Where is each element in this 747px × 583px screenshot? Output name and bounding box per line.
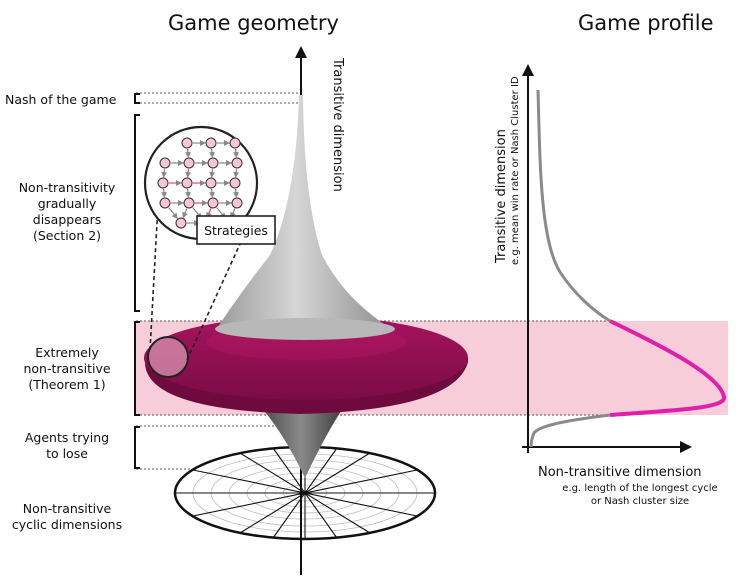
label-nontrans-2: gradually <box>38 196 97 211</box>
profile-y-label-2: e.g. mean win rate or Nash Cluster ID <box>510 76 521 265</box>
strategy-edge <box>184 188 191 199</box>
strategy-network <box>143 125 259 241</box>
strategy-node <box>205 137 217 149</box>
upper-top-rim <box>215 318 395 340</box>
strategy-node <box>229 137 241 149</box>
strategy-edge <box>208 148 215 159</box>
label-nontrans-4: (Section 2) <box>33 228 101 243</box>
profile-curve <box>536 89 611 323</box>
label-extreme-3: (Theorem 1) <box>28 377 105 392</box>
strategy-node <box>207 157 219 169</box>
magnifier-small <box>147 336 189 378</box>
strategy-edge <box>168 207 178 220</box>
profile-curve-highlight <box>609 319 726 417</box>
strategy-node <box>231 157 243 169</box>
label-nontrans-3: disappears <box>33 212 101 227</box>
strategy-node <box>159 157 171 169</box>
label-extreme-1: Extremely <box>35 345 99 360</box>
strategy-node <box>159 197 171 209</box>
profile-x-label-3: or Nash cluster size <box>591 496 689 507</box>
strategy-edge <box>209 168 216 179</box>
strategy-node <box>183 157 195 169</box>
strategy-edge <box>208 188 215 199</box>
profile-x-label-1: Non-transitive dimension <box>538 465 702 480</box>
geometry-axis-label: Transitive dimension <box>330 57 345 192</box>
strategies-label: Strategies <box>204 223 268 238</box>
lower-cone <box>250 395 352 478</box>
profile-x-label-2: e.g. length of the longest cycle <box>562 483 717 494</box>
strategy-node <box>207 197 219 209</box>
left-brackets <box>134 93 140 469</box>
strategy-edge <box>160 188 167 199</box>
strategy-edge <box>232 148 239 159</box>
strategy-edge <box>184 148 191 159</box>
strategy-node <box>183 197 195 209</box>
label-extreme-2: non-transitive <box>23 361 110 376</box>
label-nontrans-1: Non-transitivity <box>19 180 116 195</box>
strategy-node <box>181 177 193 189</box>
dashed-connectors <box>149 204 241 361</box>
strategy-edge <box>206 208 212 219</box>
profile-curve-tail <box>529 413 611 448</box>
strategy-edge <box>182 208 188 219</box>
title-game-profile: Game profile <box>578 11 714 35</box>
label-cyclic-2: cyclic dimensions <box>12 517 122 532</box>
strategy-edge <box>233 168 240 179</box>
strategy-edge <box>185 168 192 179</box>
label-agents-1: Agents trying <box>25 430 109 445</box>
strategy-edge <box>230 208 236 219</box>
strategy-node <box>157 177 169 189</box>
strategy-node <box>181 137 193 149</box>
title-game-geometry: Game geometry <box>168 11 339 35</box>
strategies-box <box>196 215 276 245</box>
strategy-node <box>231 197 243 209</box>
strategy-edge <box>232 188 239 199</box>
strategy-edge <box>161 168 168 179</box>
profile-y-label-1: Transitive dimension <box>494 129 509 264</box>
label-cyclic-1: Non-transitive <box>23 501 112 516</box>
strategy-node <box>175 217 187 229</box>
strategy-node <box>229 177 241 189</box>
label-agents-2: to lose <box>46 446 88 461</box>
upper-top <box>216 95 393 339</box>
strategy-node <box>205 177 217 189</box>
label-nash: Nash of the game <box>5 92 117 107</box>
